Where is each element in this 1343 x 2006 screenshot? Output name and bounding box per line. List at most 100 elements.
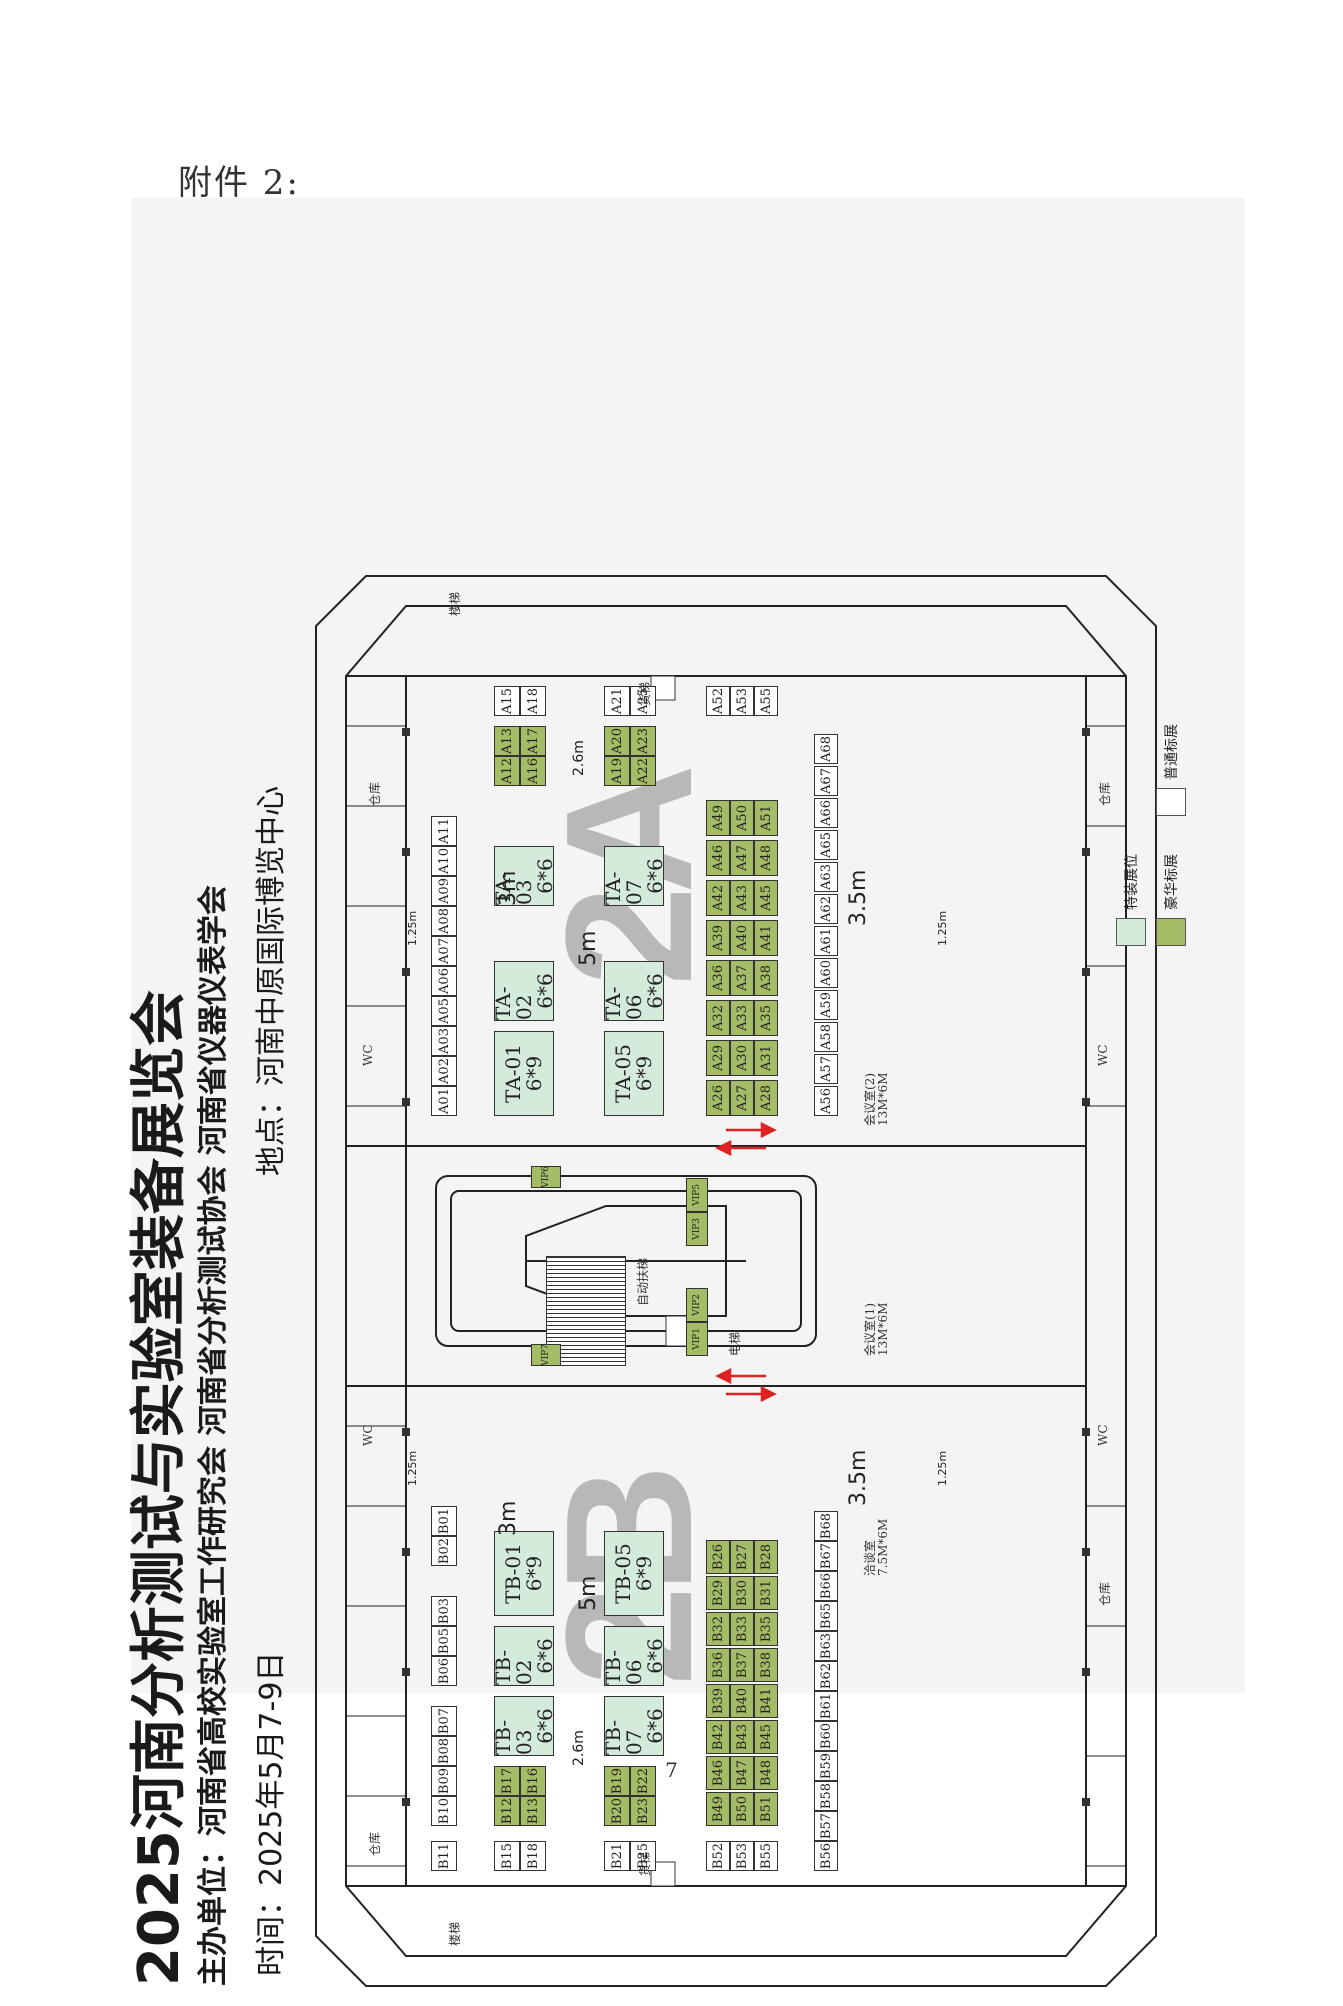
booth: A11	[431, 816, 457, 846]
freight-elevator-label: 货梯	[638, 681, 652, 706]
booth: A16	[520, 756, 546, 786]
booth: A46	[706, 840, 730, 876]
wc-label: WC	[1096, 1424, 1110, 1446]
booth: A57	[814, 1054, 838, 1084]
aisle-width-label: 3.5m	[846, 869, 871, 926]
booth: A68	[814, 734, 838, 764]
booth: B55	[754, 1841, 778, 1871]
booth: B53	[730, 1841, 754, 1871]
attachment-label: 附件 2:	[178, 163, 300, 203]
booth: A52	[706, 686, 730, 716]
page-number: 7	[665, 1758, 678, 1782]
booth: B51	[754, 1792, 778, 1826]
vip-lounge: VIP6	[531, 1166, 561, 1188]
booth: A36	[706, 960, 730, 996]
legend-standard-text: 普通标展	[1164, 724, 1180, 780]
booth: B15	[494, 1841, 520, 1871]
stairs-label: 楼梯	[448, 591, 462, 616]
stairs-label: 楼梯	[448, 1921, 462, 1946]
booth: B02	[431, 1536, 457, 1566]
booth: B30	[730, 1576, 754, 1610]
aisle-width-label: 3m	[496, 870, 521, 906]
meeting-room-2-size: 13M*6M	[876, 1072, 890, 1126]
booth: A15	[494, 686, 520, 716]
booth: B26	[706, 1540, 730, 1574]
booth: B11	[431, 1841, 457, 1871]
booth: B06	[431, 1656, 457, 1686]
special-booth-id: TA-01	[501, 1044, 525, 1103]
legend-luxury-text: 豪华标展	[1164, 854, 1180, 910]
special-booth-id: TB-06	[600, 1649, 646, 1685]
booth: B07	[431, 1706, 457, 1736]
booth: A62	[814, 894, 838, 924]
booth: B57	[814, 1811, 838, 1841]
booth: B60	[814, 1721, 838, 1751]
booth: A18	[520, 686, 546, 716]
booth: A30	[730, 1040, 754, 1076]
vip-lounge: VIP2	[686, 1288, 708, 1322]
booth: A23	[630, 726, 656, 756]
booth: A20	[604, 726, 630, 756]
booth: A31	[754, 1040, 778, 1076]
booth: A19	[604, 756, 630, 786]
booth: A47	[730, 840, 754, 876]
booth: A02	[431, 1056, 457, 1086]
aisle-width-label: 5m	[576, 930, 601, 966]
special-booth-size: 6*9	[632, 1555, 656, 1592]
aisle-width-label: 1.25m	[406, 910, 419, 946]
booth: B20	[604, 1796, 630, 1826]
booth: A07	[431, 936, 457, 966]
booth: B41	[754, 1684, 778, 1718]
special-booth-id: TA-05	[611, 1044, 635, 1103]
booth: A56	[814, 1086, 838, 1116]
special-booth-size: 6*6	[532, 858, 557, 894]
special-booth-size: 6*6	[532, 1638, 557, 1674]
legend-luxury: 豪华标展	[1156, 854, 1186, 946]
booth: A08	[431, 906, 457, 936]
special-booth-id: TB-05	[611, 1543, 635, 1604]
legend-luxury-swatch	[1156, 918, 1186, 946]
booth: A59	[814, 990, 838, 1020]
vip-lounge: VIP1	[686, 1322, 708, 1356]
booth: A61	[814, 926, 838, 956]
booth: A13	[494, 726, 520, 756]
booth: A09	[431, 876, 457, 906]
booth: B43	[730, 1720, 754, 1754]
wc-label: WC	[361, 1424, 375, 1446]
special-booth-size: 6*6	[642, 1638, 667, 1674]
aisle-width-label: 5m	[576, 1575, 601, 1611]
booth: B31	[754, 1576, 778, 1610]
special-booth-size: 6*9	[522, 1055, 546, 1092]
booth: B38	[754, 1648, 778, 1682]
floor-plan: 2025河南分析测试与实验室装备展览会 主办单位：河南省高校实验室工作研究会 河…	[106, 506, 1206, 2006]
special-booth-id: TA-02	[490, 986, 536, 1020]
escalator-label: 自动扶梯	[636, 1257, 650, 1306]
booth: A55	[754, 686, 778, 716]
booth: B37	[730, 1648, 754, 1682]
special-booth-id: TA-07	[600, 871, 646, 905]
booth: B29	[706, 1576, 730, 1610]
legend-standard: 普通标展	[1156, 724, 1186, 816]
booth: B66	[814, 1571, 838, 1601]
booth: B67	[814, 1541, 838, 1571]
booth: A37	[730, 960, 754, 996]
warehouse-label: 仓库	[368, 781, 382, 806]
meeting-room-1-size: 13M*6M	[876, 1302, 890, 1356]
aisle-width-label: 3m	[496, 1500, 521, 1536]
booth: B28	[754, 1540, 778, 1574]
booth: A60	[814, 958, 838, 988]
vip-lounge: VIP3	[686, 1212, 708, 1246]
wc-label: WC	[1096, 1044, 1110, 1066]
booth: A58	[814, 1022, 838, 1052]
aisle-width-label: 1.25m	[406, 1450, 419, 1486]
